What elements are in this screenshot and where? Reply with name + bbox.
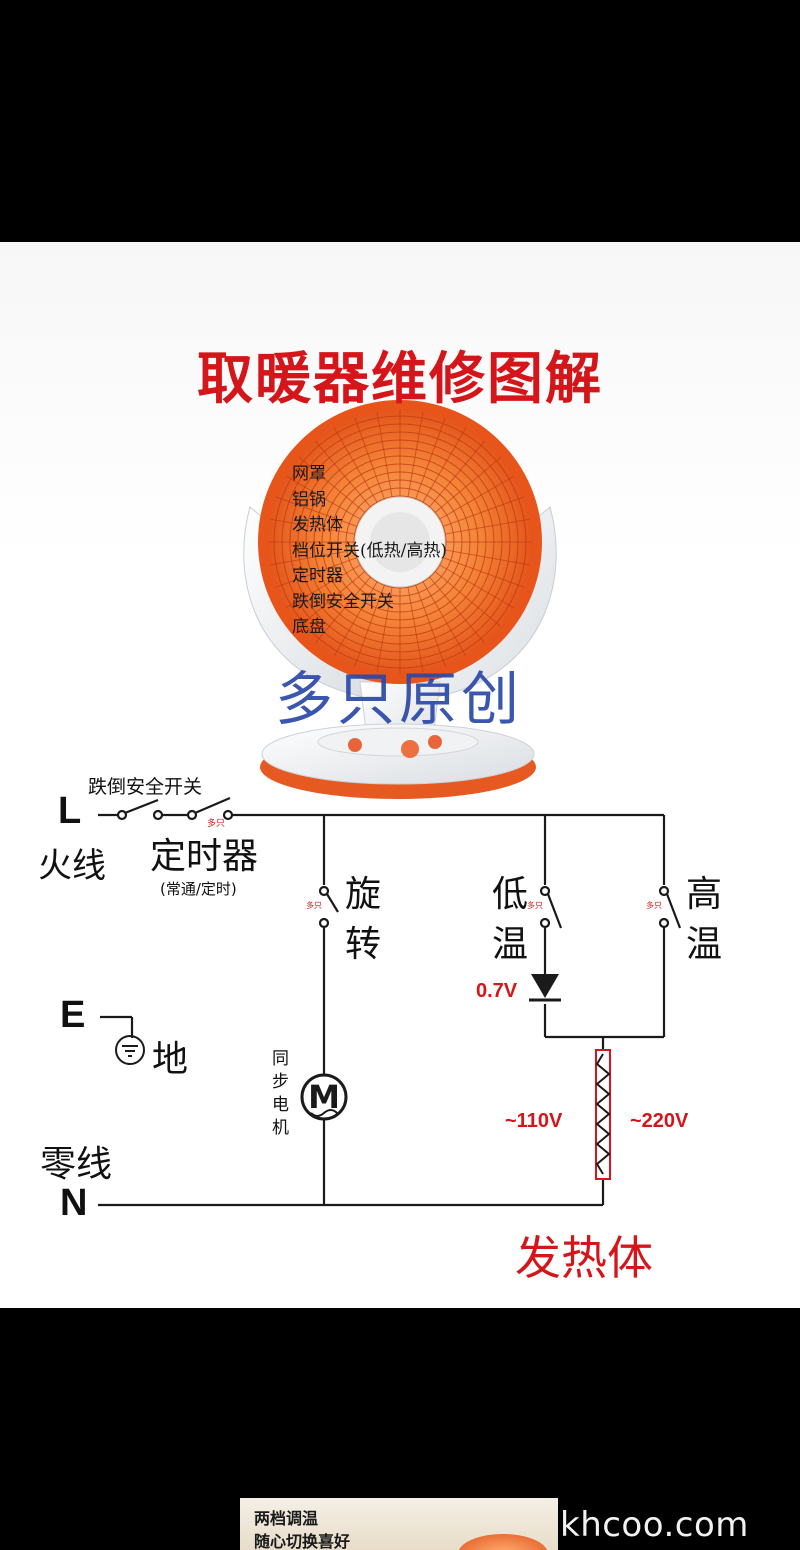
tip-switch-label: 跌倒安全开关 bbox=[88, 776, 203, 798]
high-temp-label: 高 bbox=[686, 874, 723, 915]
low-temp-label: 温 bbox=[492, 924, 529, 965]
promo-fan-image bbox=[458, 1534, 548, 1550]
timer-switch-blade bbox=[194, 796, 231, 815]
high-switch-blade bbox=[665, 893, 682, 929]
live-label: 火线 bbox=[38, 846, 106, 886]
switch-mark: 多只 bbox=[207, 817, 225, 829]
neutral-letter: N bbox=[60, 1182, 88, 1224]
timer-note: (常通/定时) bbox=[160, 880, 237, 898]
switch-mark: 多只 bbox=[646, 900, 662, 910]
rotate-label: 旋 bbox=[345, 874, 382, 915]
watermark-text: 多只原创 bbox=[275, 665, 524, 733]
heater-low-voltage: ~110V bbox=[505, 1110, 563, 1132]
rotate-switch-blade bbox=[326, 893, 339, 913]
motor-label: 同 步 电 机 bbox=[272, 1049, 289, 1138]
circuit-diagram: M 多只 多只 多只 多只 bbox=[98, 796, 682, 1207]
low-temp-label: 低 bbox=[492, 874, 529, 915]
high-temp-label: 温 bbox=[686, 924, 723, 965]
heating-element-icon bbox=[595, 1049, 611, 1180]
rotate-label: 转 bbox=[345, 924, 382, 965]
diagram-panel: 取暖器维修图解 网罩 铝锅 发热体 档位开关(低热/高热) 定时器 跌倒安全开关… bbox=[0, 242, 800, 1308]
promo-line-2: 随心切换喜好 bbox=[254, 1532, 351, 1550]
part-label: 铝锅 bbox=[292, 489, 326, 510]
heater-label: 发热体 bbox=[515, 1231, 653, 1285]
promo-thumbnail[interactable]: 两档调温 随心切换喜好 bbox=[240, 1498, 558, 1550]
diode-icon bbox=[531, 974, 559, 998]
earth-letter: E bbox=[60, 994, 86, 1036]
earth-label: 地 bbox=[152, 1039, 189, 1080]
part-label: 跌倒安全开关 bbox=[292, 591, 394, 612]
switch-mark: 多只 bbox=[527, 900, 543, 910]
ground-symbol-icon bbox=[115, 1035, 145, 1065]
top-black-band bbox=[0, 0, 800, 242]
neutral-label: 零线 bbox=[40, 1144, 113, 1185]
heater-high-voltage: ~220V bbox=[630, 1110, 689, 1132]
part-label: 发热体 bbox=[292, 515, 343, 535]
part-label: 档位开关(低热/高热) bbox=[292, 540, 447, 561]
timer-switch-contact bbox=[186, 809, 198, 821]
motor-symbol: M bbox=[308, 1078, 340, 1116]
diode-voltage: 0.7V bbox=[476, 980, 518, 1002]
tip-switch-blade bbox=[124, 798, 159, 815]
live-letter: L bbox=[58, 790, 82, 832]
promo-line-1: 两档调温 bbox=[254, 1509, 319, 1528]
timer-label: 定时器 bbox=[150, 836, 259, 877]
low-switch-blade bbox=[546, 893, 563, 929]
fan-heater-photo bbox=[243, 400, 557, 799]
tip-switch-contact bbox=[116, 809, 128, 821]
part-label: 定时器 bbox=[292, 566, 343, 586]
parts-list: 网罩 铝锅 发热体 档位开关(低热/高热) 定时器 跌倒安全开关 底盘 bbox=[292, 462, 447, 641]
site-watermark: khcoo.com bbox=[560, 1505, 749, 1545]
part-label: 底盘 bbox=[292, 617, 326, 637]
part-label: 网罩 bbox=[292, 464, 326, 484]
switch-mark: 多只 bbox=[306, 900, 322, 910]
page-title: 取暖器维修图解 bbox=[197, 346, 603, 412]
